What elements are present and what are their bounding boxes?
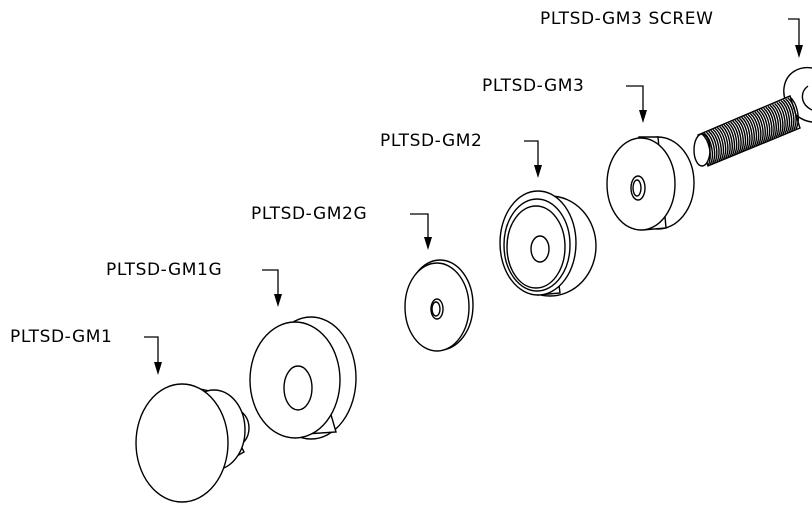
callout-gm3: PLTSD-GM3 — [482, 76, 647, 123]
callout-gm2g: PLTSD-GM2G — [251, 204, 432, 250]
part-gm3-insert — [606, 136, 695, 231]
part-gm1-knob — [135, 383, 250, 503]
screw-threads — [701, 96, 799, 167]
label-gm3: PLTSD-GM3 — [482, 76, 584, 96]
callout-gm2: PLTSD-GM2 — [380, 131, 542, 178]
part-gm3-screw — [693, 66, 812, 167]
part-gm1g-gasket — [249, 316, 357, 440]
label-gm1: PLTSD-GM1 — [10, 327, 112, 347]
label-gm1g: PLTSD-GM1G — [106, 260, 222, 280]
label-gm3-screw: PLTSD-GM3 SCREW — [540, 9, 714, 29]
label-gm2g: PLTSD-GM2G — [251, 204, 367, 224]
callout-gm3-screw: PLTSD-GM3 SCREW — [540, 9, 803, 58]
part-gm2-cup — [499, 190, 597, 297]
callout-gm1: PLTSD-GM1 — [10, 327, 162, 375]
label-gm2: PLTSD-GM2 — [380, 131, 482, 151]
callout-gm1g: PLTSD-GM1G — [106, 260, 282, 307]
part-gm2g-washer — [404, 259, 474, 352]
